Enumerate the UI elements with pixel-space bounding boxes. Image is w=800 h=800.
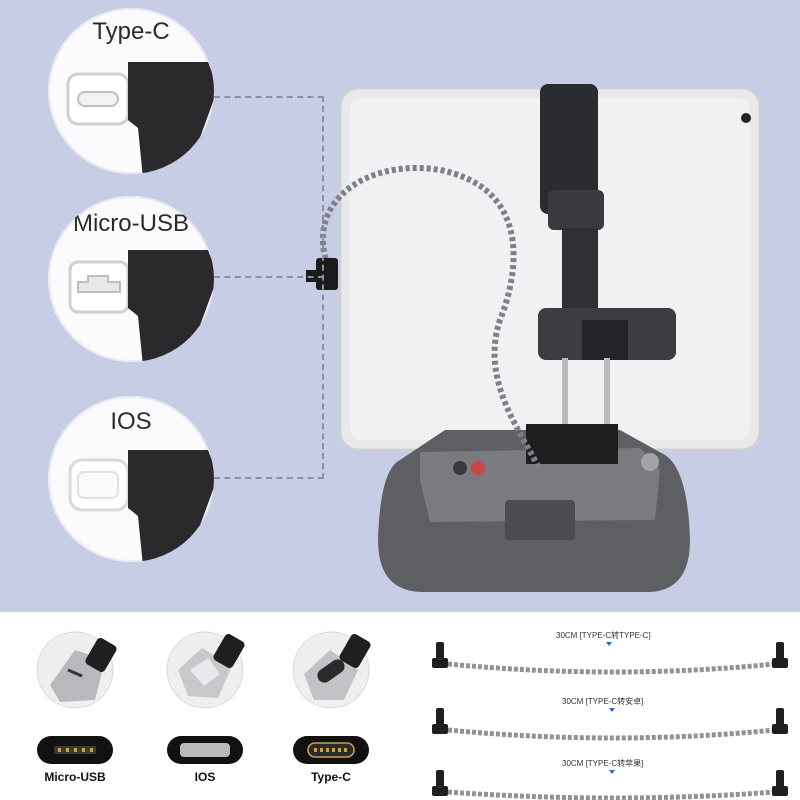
- bottom-panel: Micro-USB IOS Type-C 30CM [TYPE-C: [0, 612, 800, 800]
- cable-type-c-to-type-c: 30CM [TYPE-C转TYPE-C]: [426, 626, 796, 676]
- port-label-ios: IOS: [194, 770, 216, 784]
- guide-line: [214, 96, 324, 98]
- lightning-port-icon: [167, 736, 243, 764]
- braided-cable-icon: [432, 770, 788, 800]
- ios-connector-circle: IOS: [48, 396, 214, 562]
- type-c-plug-icon: [66, 62, 214, 174]
- port-label-type-c: Type-C: [311, 770, 351, 784]
- cable-arrow-icon: [609, 708, 615, 712]
- guide-line: [214, 276, 324, 278]
- cable-label: 30CM [TYPE-C转苹果]: [562, 759, 644, 768]
- type-c-port-group: Type-C: [286, 630, 376, 800]
- guide-line: [214, 477, 324, 479]
- ios-port-group: IOS: [160, 630, 250, 800]
- ios-label: IOS: [110, 408, 152, 435]
- type-c-label: Type-C: [92, 18, 170, 45]
- cable-label: 30CM [TYPE-C转安卓]: [562, 697, 644, 706]
- port-label-micro-usb: Micro-USB: [44, 770, 106, 784]
- guide-line: [322, 96, 324, 479]
- type-c-connector-circle: Type-C: [48, 8, 214, 174]
- cable-label: 30CM [TYPE-C转TYPE-C]: [556, 631, 651, 640]
- product-hero: Type-C Micro-USB IOS: [0, 0, 800, 612]
- micro-usb-port-icon: [37, 736, 113, 764]
- cable-type-c-to-apple: 30CM [TYPE-C转苹果]: [426, 756, 796, 800]
- cable-arrow-icon: [609, 770, 615, 774]
- cable-arrow-icon: [606, 642, 612, 646]
- lightning-connector-icon: [166, 631, 245, 709]
- type-c-port-icon: [293, 736, 369, 764]
- cable-type-c-to-android: 30CM [TYPE-C转安卓]: [426, 692, 796, 742]
- braided-cable-icon: [432, 708, 788, 741]
- micro-usb-label: Micro-USB: [72, 210, 189, 237]
- type-c-connector-icon: [292, 631, 371, 709]
- micro-usb-connector-icon: [36, 631, 117, 709]
- tablet-controller-illustration: [306, 84, 762, 592]
- micro-usb-plug-icon: [68, 250, 214, 362]
- lightning-plug-icon: [68, 450, 214, 562]
- braided-cable-icon: [432, 642, 788, 675]
- micro-usb-connector-circle: Micro-USB: [48, 196, 214, 362]
- micro-usb-port-group: Micro-USB: [30, 630, 120, 800]
